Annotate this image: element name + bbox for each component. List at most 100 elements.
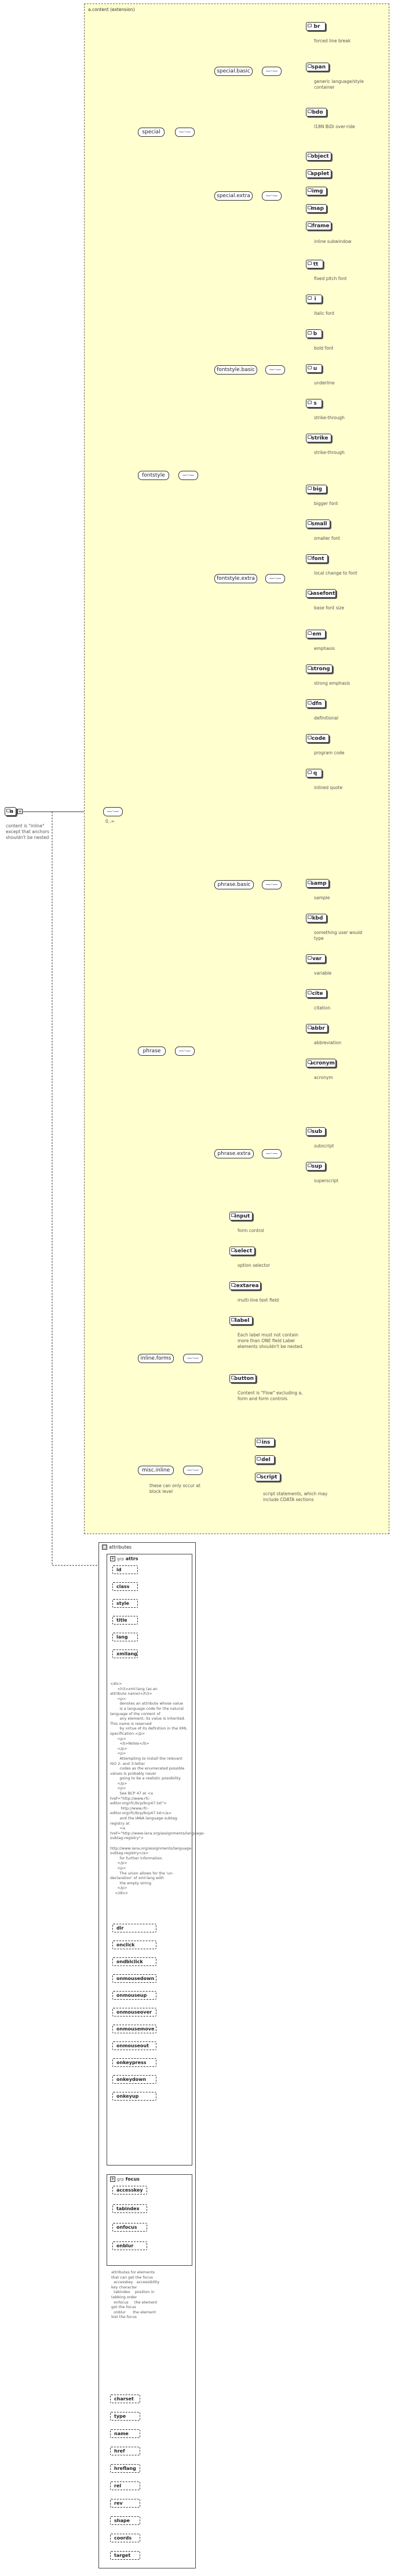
root-element-a[interactable]: a (5, 807, 16, 816)
attribute-lang[interactable]: lang (112, 1633, 138, 1641)
element-img[interactable]: img (306, 187, 327, 195)
element-kbd-desc: something user would type (314, 930, 363, 941)
element-dfn[interactable]: dfn (306, 699, 326, 708)
attribute-onmousemove[interactable]: onmousemove (112, 2025, 156, 2033)
element-br[interactable]: br (306, 22, 326, 31)
group-phrase-extra[interactable]: phrase.extra (214, 1149, 254, 1158)
element-button-desc: Content is "Flow" excluding a, form and … (238, 1390, 303, 1401)
element-em[interactable]: em (306, 630, 326, 638)
element-applet[interactable]: applet (306, 169, 331, 178)
element-code[interactable]: code (306, 734, 329, 743)
focus-documentation: attributes for elements that can get the… (111, 2270, 160, 2320)
element-map[interactable]: map (306, 204, 327, 213)
focus-group-icon[interactable]: + (110, 2177, 115, 2182)
attribute-type[interactable]: type (110, 2412, 140, 2421)
attributes-icon: □ (102, 1545, 107, 1550)
group-special-basic[interactable]: special.basic (214, 67, 253, 76)
attribute-onkeydown[interactable]: onkeydown (112, 2075, 156, 2084)
attribute-tabindex[interactable]: tabindex (112, 2204, 147, 2213)
element-var[interactable]: var (306, 954, 326, 963)
element-sup[interactable]: sup (306, 1162, 326, 1171)
element-del[interactable]: del (255, 1455, 275, 1464)
root-sequence: —·— (103, 807, 123, 816)
element-label-desc: Each label must not contain more than ON… (238, 1332, 304, 1349)
element-span[interactable]: span (306, 63, 329, 71)
element-bdo[interactable]: bdo (306, 108, 327, 117)
element-label[interactable]: label (229, 1316, 253, 1325)
special-sequence: —·— (175, 128, 195, 137)
element-u[interactable]: u (306, 364, 322, 373)
attribute-xmllang[interactable]: xmllang (112, 1649, 138, 1658)
attribute-class[interactable]: class (112, 1582, 138, 1591)
attribute-ondblclick[interactable]: ondblclick (112, 1957, 156, 1966)
element-strike[interactable]: strike (306, 434, 331, 442)
attribute-href[interactable]: href (110, 2447, 140, 2455)
group-misc-inline[interactable]: misc.inline (138, 1466, 174, 1475)
group-fontstyle-basic[interactable]: fontstyle.basic (214, 365, 257, 375)
group-inline-forms[interactable]: inline.forms (138, 1354, 174, 1363)
attribute-rel[interactable]: rel (110, 2481, 140, 2490)
element-small[interactable]: small (306, 519, 330, 528)
root-expand-toggle[interactable]: + (17, 809, 23, 814)
fontstyle-basic-sequence: —·— (265, 365, 285, 375)
element-abbr[interactable]: abbr (306, 1024, 328, 1033)
attribute-shape[interactable]: shape (110, 2516, 140, 2525)
element-b[interactable]: b (306, 329, 322, 338)
element-button[interactable]: button (229, 1374, 256, 1383)
attribute-onfocus[interactable]: onfocus (112, 2223, 147, 2232)
element-big[interactable]: big (306, 485, 327, 493)
element-i[interactable]: i (306, 295, 322, 303)
attribute-onmouseover[interactable]: onmouseover (112, 2008, 156, 2017)
attrs-group-icon[interactable]: + (110, 1556, 115, 1561)
focus-group-header: + grp focus (110, 2177, 140, 2182)
element-acronym[interactable]: acronym (306, 1059, 336, 1067)
phrase-extra-sequence: —·— (262, 1149, 282, 1158)
element-kbd[interactable]: kbd (306, 914, 327, 922)
group-fontstyle-extra[interactable]: fontstyle.extra (214, 574, 257, 583)
element-samp[interactable]: samp (306, 879, 329, 888)
element-sub[interactable]: sub (306, 1127, 326, 1136)
attribute-id[interactable]: id (112, 1565, 138, 1574)
element-tt[interactable]: tt (306, 260, 323, 268)
group-phrase-basic[interactable]: phrase.basic (214, 880, 254, 889)
attribute-onkeyup[interactable]: onkeyup (112, 2092, 156, 2101)
attribute-title[interactable]: title (112, 1616, 138, 1625)
attrs-group-header: + grp attrs (110, 1556, 138, 1561)
attribute-coords[interactable]: coords (110, 2534, 140, 2542)
attribute-target[interactable]: target (110, 2551, 140, 2560)
element-font[interactable]: font (306, 554, 328, 563)
attribute-onkeypress[interactable]: onkeypress (112, 2058, 156, 2067)
element-strong[interactable]: strong (306, 664, 333, 673)
attribute-onclick[interactable]: onclick (112, 1941, 156, 1949)
element-ins[interactable]: ins (255, 1438, 275, 1447)
element-basefont[interactable]: basefont (306, 589, 336, 598)
attribute-rev[interactable]: rev (110, 2499, 140, 2508)
element-cite[interactable]: cite (306, 989, 327, 998)
element-input[interactable]: input (229, 1212, 253, 1220)
group-special[interactable]: special (138, 128, 165, 137)
element-select[interactable]: select (229, 1247, 255, 1255)
element-q[interactable]: q (306, 769, 322, 777)
element-s[interactable]: s (306, 399, 322, 408)
element-textarea[interactable]: textarea (229, 1281, 261, 1290)
misc-inline-note: these can only occur at block level (149, 1483, 200, 1494)
group-fontstyle[interactable]: fontstyle (138, 471, 169, 480)
group-phrase[interactable]: phrase (138, 1047, 166, 1056)
attribute-name[interactable]: name (110, 2429, 140, 2438)
attribute-onblur[interactable]: onblur (112, 2241, 147, 2250)
attribute-accesskey[interactable]: accesskey (112, 2186, 147, 2194)
element-iframe[interactable]: iframe (306, 221, 331, 230)
group-special-extra[interactable]: special.extra (214, 191, 253, 201)
element-select-desc: option selector (238, 1263, 271, 1268)
element-script[interactable]: script (255, 1473, 280, 1481)
element-bdo-desc: I18N BiDi over-ride (314, 124, 355, 129)
focus-group-title: focus (125, 2177, 140, 2182)
attribute-hreflang[interactable]: hreflang (110, 2464, 140, 2473)
attribute-style[interactable]: style (112, 1599, 138, 1608)
attribute-charset[interactable]: charset (110, 2395, 140, 2403)
element-object[interactable]: object (306, 152, 331, 161)
attribute-onmousedown[interactable]: onmousedown (112, 1974, 156, 1983)
attribute-dir[interactable]: dir (112, 1924, 156, 1932)
attribute-onmouseout[interactable]: onmouseout (112, 2041, 156, 2050)
attribute-onmouseup[interactable]: onmouseup (112, 1991, 156, 2000)
